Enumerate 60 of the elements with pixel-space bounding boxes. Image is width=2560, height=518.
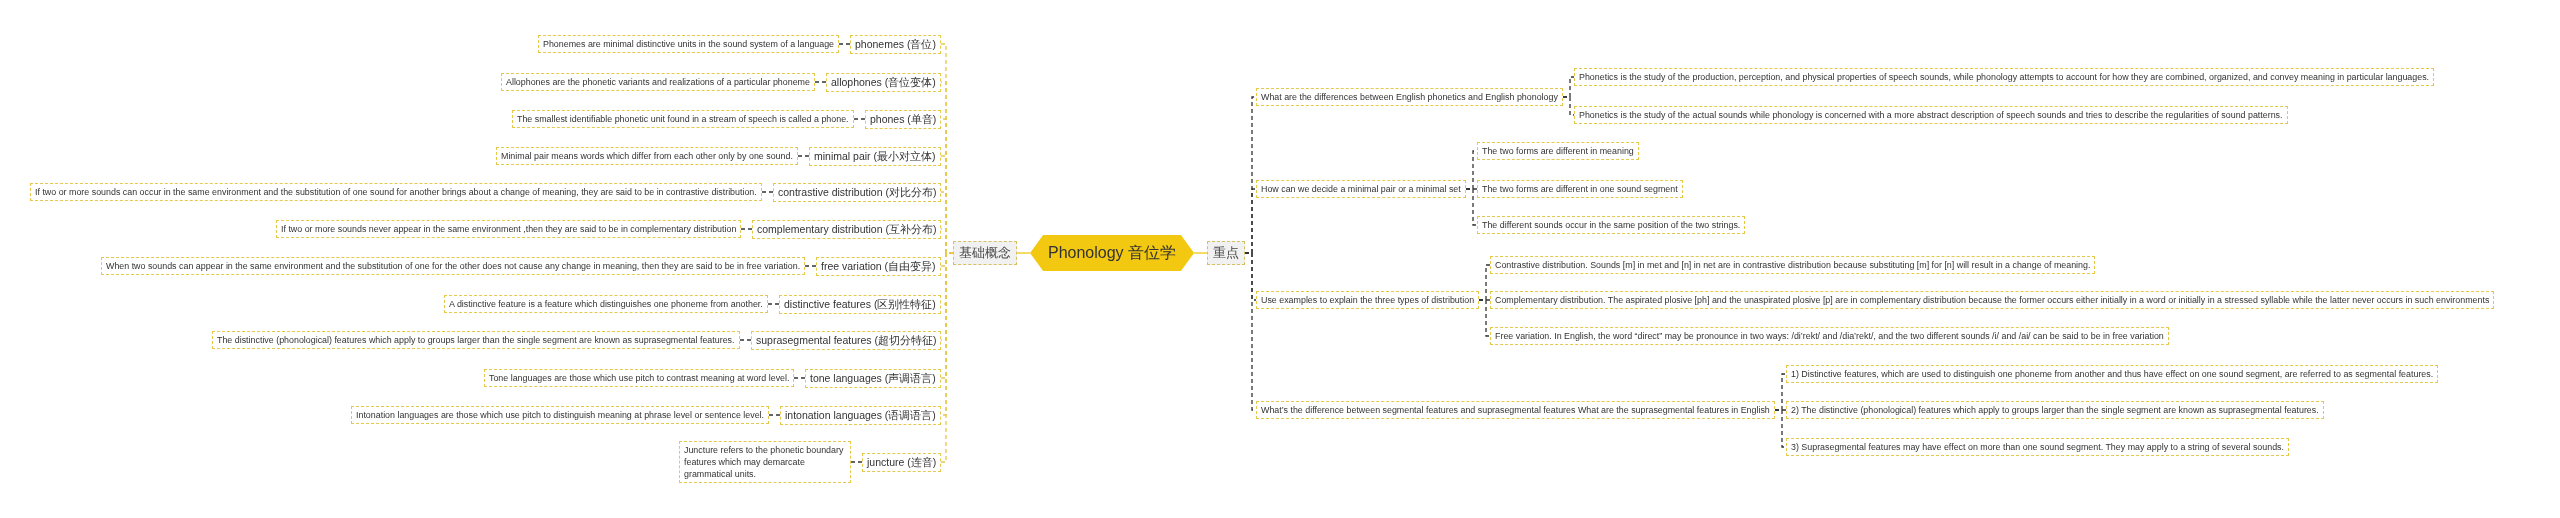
note-box: Phonetics is the study of the actual sounds while phonology is concerned with a more abstract description of speech sounds and tries to describe the regularities of sound patterns. [1574, 106, 2288, 124]
topic-box: What’s the difference between segmental features and suprasegmental features What are the suprasegmental features in English [1256, 401, 1775, 419]
connector [1465, 188, 1478, 226]
topic-box: complementary distribution (互补分布) [752, 219, 942, 239]
connector [1016, 252, 1031, 254]
note-box: If two or more sounds can occur in the same environment and the substitution of one sound for another brings about a change of meaning, they are said to be in contrastive distribution. [30, 183, 762, 201]
connector [850, 461, 863, 463]
branch-topic: 基础概念 [953, 241, 1017, 265]
note-box: A distinctive feature is a feature which distinguishes one phoneme from another. [444, 295, 768, 313]
note-box: Phonetics is the study of the production, perception, and physical properties of speech sounds, while phonology attempts to account for how they are combined, organized, and convey meaning in particular languages. [1574, 68, 2435, 86]
note-box: The different sounds occur in the same position of the two strings. [1477, 216, 1746, 234]
note-box: Phonemes are minimal distinctive units in the sound system of a language [538, 35, 840, 53]
note-box: 3) Suprasegmental features may have effect on more than one sound segment. They may apply to a string of several sounds. [1786, 438, 2289, 456]
note-box: When two sounds can appear in the same environment and the substitution of one for the other does not cause any change in meaning, then they are said to be in free variation. [101, 257, 806, 275]
central-topic: Phonology 音位学 [1030, 235, 1195, 271]
branch-topic: 重点 [1207, 241, 1245, 265]
note-box: Allophones are the phonetic variants and realizations of a particular phoneme [501, 73, 815, 91]
note-box: Minimal pair means words which differ from each other only by one sound. [496, 147, 798, 165]
note-box: Juncture refers to the phonetic boundary features which may demarcate grammatical units. [679, 441, 851, 483]
note-box: The smallest identifiable phonetic unit found in a stream of speech is called a phone. [512, 110, 854, 128]
connector [1193, 252, 1208, 254]
topic-box: phonemes (音位) [850, 34, 941, 54]
topic-box: minimal pair (最小对立体) [809, 146, 941, 166]
connector [853, 118, 866, 120]
note-box: If two or more sounds never appear in the same environment ,then they are said to be in complementary distribution [276, 220, 742, 238]
connector [739, 339, 752, 341]
topic-box: contrastive distribution (对比分布) [773, 182, 942, 202]
note-box: Intonation languages are those which use pitch to distinguish meaning at phrase level or sentence level. [351, 406, 770, 424]
connector [1478, 299, 1491, 337]
connector [838, 43, 851, 45]
topic-box: free variation (自由变异) [816, 256, 941, 276]
topic-box: juncture (连音) [862, 452, 942, 472]
note-box: 1) Distinctive features, which are used to distinguish one phoneme from another and thus have effect on one sound segment, are referred to as segmental features. [1786, 365, 2439, 383]
note-box: Contrastive distribution. Sounds [m] in met and [n] in net are in contrastive distribution because substituting [m] for [n] will result in a change of meaning. [1490, 256, 2096, 274]
connector [768, 414, 781, 416]
connector [804, 265, 817, 267]
note-box: The two forms are different in meaning [1477, 142, 1639, 160]
topic-box: allophones (音位变体) [826, 72, 941, 92]
note-box: The two forms are different in one sound segment [1477, 180, 1683, 198]
topic-box: Use examples to explain the three types of distribution [1256, 291, 1480, 309]
connector [740, 228, 753, 230]
connector [1774, 409, 1787, 448]
note-box: 2) The distinctive (phonological) features which apply to groups larger than the single segment are known as suprasegmental features. [1786, 401, 2324, 419]
topic-box: tone languages (声调语言) [805, 368, 941, 388]
connector [767, 303, 780, 305]
topic-box: distinctive features (区别性特征) [779, 294, 941, 314]
note-box: Free variation. In English, the word “direct” may be pronounce in two ways: /di’rekt/ and /dia’rekt/, and the two different sounds /i/ and /ai/ can be said to be in free variation [1490, 327, 2169, 345]
connector [797, 155, 810, 157]
topic-box: What are the differences between English phonetics and English phonology [1256, 88, 1563, 106]
connector [793, 377, 806, 379]
note-box: The distinctive (phonological) features which apply to groups larger than the single segment are known as suprasegmental features. [212, 331, 740, 349]
topic-box: intonation languages (语调语言) [780, 405, 941, 425]
note-box: Complementary distribution. The aspirated plosive [ph] and the unaspirated plosive [p] are in complementary distribution because the former occurs either initially in a word or initially in a stressed syllable while the latter never occurs in such environments [1490, 291, 2495, 309]
note-box: Tone languages are those which use pitch to contrast meaning at word level. [484, 369, 795, 387]
connector [761, 191, 774, 193]
topic-box: suprasegmental features (超切分特征) [751, 330, 942, 350]
connector [940, 252, 954, 463]
topic-box: phones (单音) [865, 109, 942, 129]
topic-box: How can we decide a minimal pair or a minimal set [1256, 180, 1466, 198]
connector [814, 81, 827, 83]
